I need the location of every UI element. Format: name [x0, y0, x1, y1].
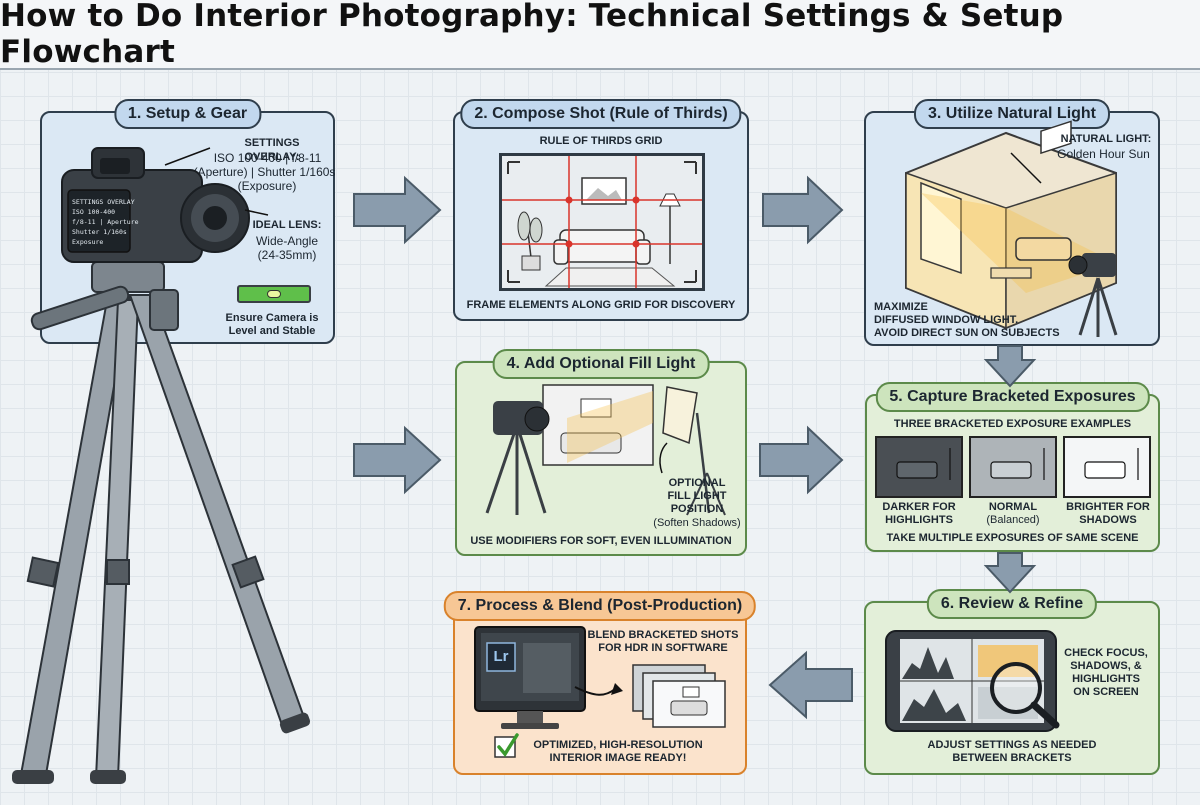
natural-light-sub: Golden Hour Sun [1057, 147, 1150, 161]
room-natural-light-icon [905, 120, 1118, 337]
level-line-1: Ensure Camera is [225, 312, 319, 324]
exposure-dark-line-1: DARKER FOR [882, 501, 956, 513]
camera-review-screen-icon [885, 630, 1060, 732]
step-6-caption-2: BETWEEN BRACKETS [952, 752, 1072, 764]
step-4-caption: USE MODIFIERS FOR SOFT, EVEN ILLUMINATIO… [470, 535, 732, 547]
step-7-panel: 7. Process & Blend (Post-Production) Lr … [443, 591, 757, 775]
step-3-caption-3: AVOID DIRECT SUN ON SUBJECTS [874, 327, 1060, 339]
level-line-2: Level and Stable [228, 325, 316, 337]
step-3-panel: 3. Utilize Natural Light NATURAL LIGHT: … [864, 99, 1160, 346]
fill-light-line-1: OPTIONAL [668, 477, 726, 489]
review-line-4: ON SCREEN [1073, 686, 1139, 698]
exposure-normal-line-2: (Balanced) [986, 514, 1040, 526]
step-2-caption: FRAME ELEMENTS ALONG GRID FOR DISCOVERY [466, 299, 736, 311]
settings-overlay-title: SETTINGS OVERLAY: [244, 137, 300, 163]
step-3-label: 3. Utilize Natural Light [913, 99, 1111, 129]
lens-title: IDEAL LENS: [252, 219, 322, 231]
exposure-bright-line-1: BRIGHTER FOR [1066, 501, 1150, 513]
step-5-panel: 5. Capture Bracketed Exposures THREE BRA… [865, 382, 1160, 552]
step-4-panel: 4. Add Optional Fill Light OPTIONAL FILL… [455, 349, 747, 556]
step-1-label: 1. Setup & Gear [113, 99, 262, 129]
rule-of-thirds-frame [499, 153, 705, 291]
living-room-sketch-icon [502, 156, 702, 288]
step-2-label: 2. Compose Shot (Rule of Thirds) [460, 99, 742, 129]
blend-line-2: FOR HDR IN SOFTWARE [598, 642, 728, 654]
step-7-label: 7. Process & Blend (Post-Production) [443, 591, 757, 621]
spirit-level-icon [237, 285, 311, 303]
fill-light-setup-icon [485, 384, 726, 516]
small-camera-tripod-icon [1068, 253, 1118, 337]
exposure-dark-line-2: HIGHLIGHTS [885, 514, 953, 526]
step-6-caption-1: ADJUST SETTINGS AS NEEDED [927, 739, 1097, 751]
step-3-caption-1: MAXIMIZE [874, 301, 928, 313]
step-2-panel: 2. Compose Shot (Rule of Thirds) RULE OF… [453, 99, 749, 321]
lens-line-1: Wide-Angle [255, 234, 319, 248]
title-bar: How to Do Interior Photography: Technica… [0, 0, 1200, 70]
exposure-normal-line-1: NORMAL [988, 501, 1038, 513]
settings-line-1: ISO 100-400 | f/8-11 [213, 151, 322, 165]
settings-line-2: (Aperture) | Shutter 1/160s [193, 165, 336, 179]
step-6-panel: 6. Review & Refine CHECK FOCUS, SHADOWS,… [864, 589, 1160, 775]
fill-light-line-3: POSITION [670, 503, 724, 515]
rule-of-thirds-title: RULE OF THIRDS GRID [539, 135, 663, 147]
monitor-blend-icon [474, 626, 726, 758]
step-3-caption-2: DIFFUSED WINDOW LIGHT. [874, 314, 1019, 326]
exposure-dark-thumb [875, 436, 963, 498]
screen-text-4: Shutter 1/160s [72, 228, 127, 236]
screen-text-1: SETTINGS OVERLAY [72, 198, 135, 206]
page-title: How to Do Interior Photography: Technica… [0, 0, 1064, 70]
bracket-heading: THREE BRACKETED EXPOSURE EXAMPLES [893, 418, 1132, 430]
fill-light-line-2: FILL LIGHT [667, 490, 727, 502]
screen-text-3: f/8-11 | Aperture [72, 218, 139, 226]
exposure-normal-thumb [969, 436, 1057, 498]
settings-line-3: (Exposure) [237, 179, 297, 193]
fill-light-line-4: (Soften Shadows) [653, 517, 741, 529]
review-line-2: SHADOWS, & [1070, 660, 1142, 672]
exposure-bright-line-2: SHADOWS [1079, 514, 1137, 526]
step-4-label: 4. Add Optional Fill Light [492, 349, 710, 379]
review-line-1: CHECK FOCUS, [1064, 647, 1148, 659]
tripod-icon [12, 261, 311, 784]
camera-icon [61, 147, 250, 263]
blend-line-1: BLEND BRACKETED SHOTS [587, 629, 739, 641]
step-5-label: 5. Capture Bracketed Exposures [875, 382, 1150, 412]
step-5-caption: TAKE MULTIPLE EXPOSURES OF SAME SCENE [886, 532, 1139, 544]
exposure-bright-thumb [1063, 436, 1151, 498]
ready-line-2: INTERIOR IMAGE READY! [549, 752, 687, 764]
natural-light-title: NATURAL LIGHT: [1060, 133, 1152, 145]
review-line-3: HIGHLIGHTS [1072, 673, 1140, 685]
screen-text-5: Exposure [72, 238, 103, 246]
lightroom-logo: Lr [493, 648, 509, 665]
screen-text-2: ISO 100-400 [72, 208, 115, 216]
lens-line-2: (24-35mm) [257, 248, 317, 262]
ready-line-1: OPTIMIZED, HIGH-RESOLUTION [533, 739, 703, 751]
